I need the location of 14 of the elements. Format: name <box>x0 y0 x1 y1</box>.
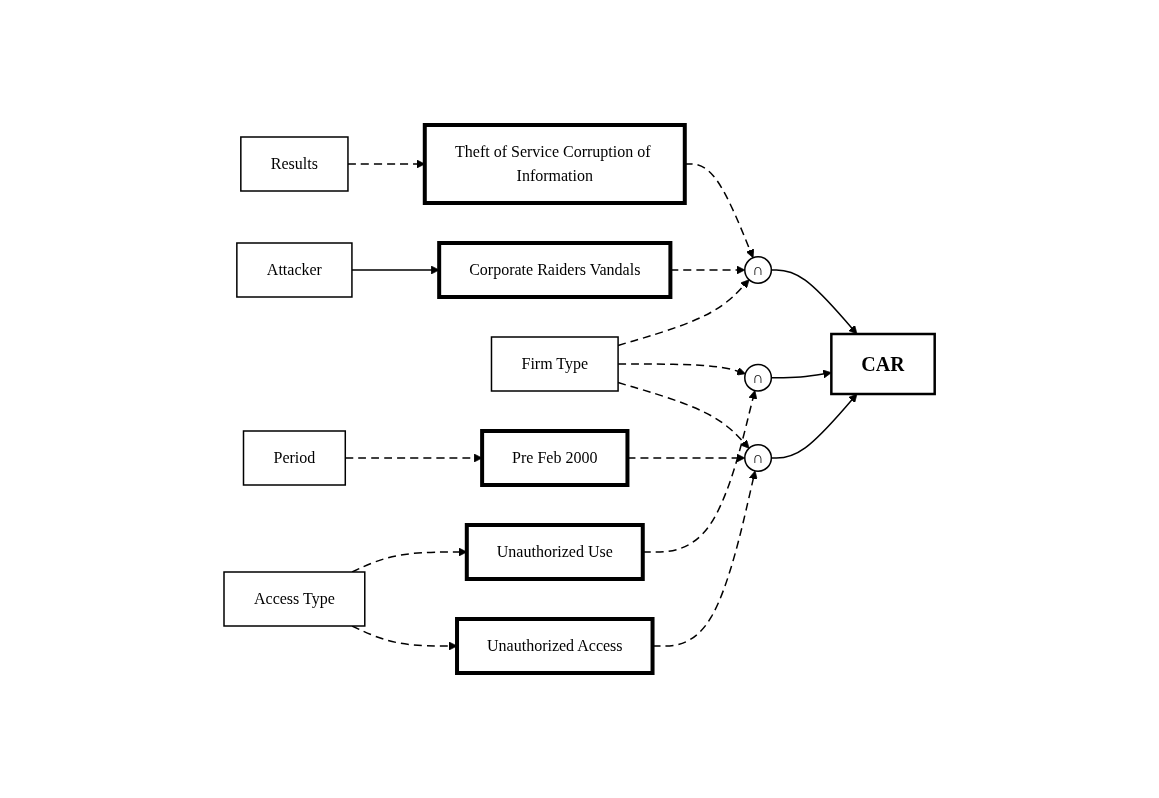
node-box: Unauthorized Use <box>464 523 645 581</box>
node-circle: ∩ <box>744 255 773 285</box>
node-box: Pre Feb 2000 <box>480 429 630 487</box>
node-box: Theft of Service Corruption of Information <box>422 123 687 205</box>
node-box: Unauthorized Access <box>455 617 655 675</box>
node-box: Access Type <box>223 571 366 627</box>
node-box: Period <box>242 430 347 486</box>
node-box: CAR <box>830 332 937 396</box>
node-circle: ∩ <box>744 443 773 473</box>
node-circle: ∩ <box>744 363 773 392</box>
node-box: Results <box>240 136 349 192</box>
node-box: Firm Type <box>490 336 619 392</box>
node-box: Attacker <box>236 242 353 298</box>
node-box: Corporate Raiders Vandals <box>437 241 673 299</box>
